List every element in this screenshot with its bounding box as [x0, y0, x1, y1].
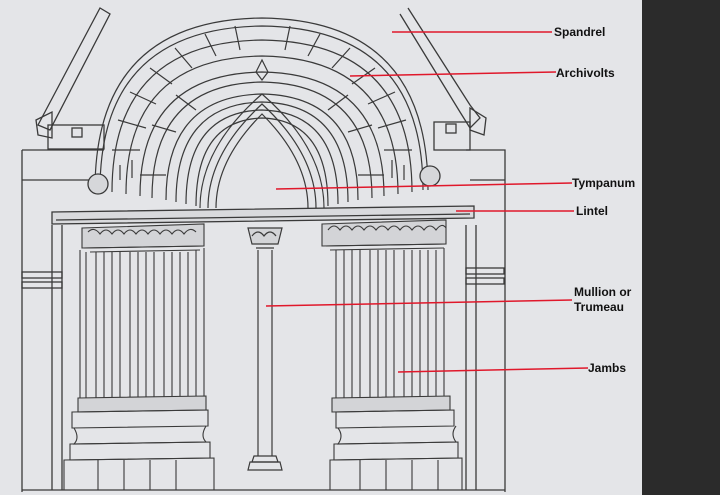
trumeau-column — [247, 227, 283, 471]
archivolt-bands — [94, 17, 429, 209]
archivolts-label: Archivolts — [556, 66, 615, 80]
archivolts-leader — [349, 71, 557, 77]
mullion-label-line2: Trumeau — [574, 300, 625, 314]
mullion-label-line1: Mullion or — [574, 285, 632, 299]
lintel-slab — [51, 205, 475, 225]
tympanum-label: Tympanum — [572, 176, 636, 190]
jambs-leader — [397, 367, 589, 373]
mullion-leader — [265, 299, 573, 307]
left-jamb-columns — [63, 223, 215, 491]
right-dark-band — [642, 0, 720, 495]
arch-spring-stones — [87, 165, 441, 195]
jambs-label: Jambs — [588, 361, 627, 375]
spandrel-label: Spandrel — [554, 25, 606, 39]
right-jamb-columns — [321, 219, 463, 491]
tympanum-leader — [275, 182, 573, 190]
lintel-label: Lintel — [576, 204, 608, 218]
leader-lines — [265, 31, 589, 373]
